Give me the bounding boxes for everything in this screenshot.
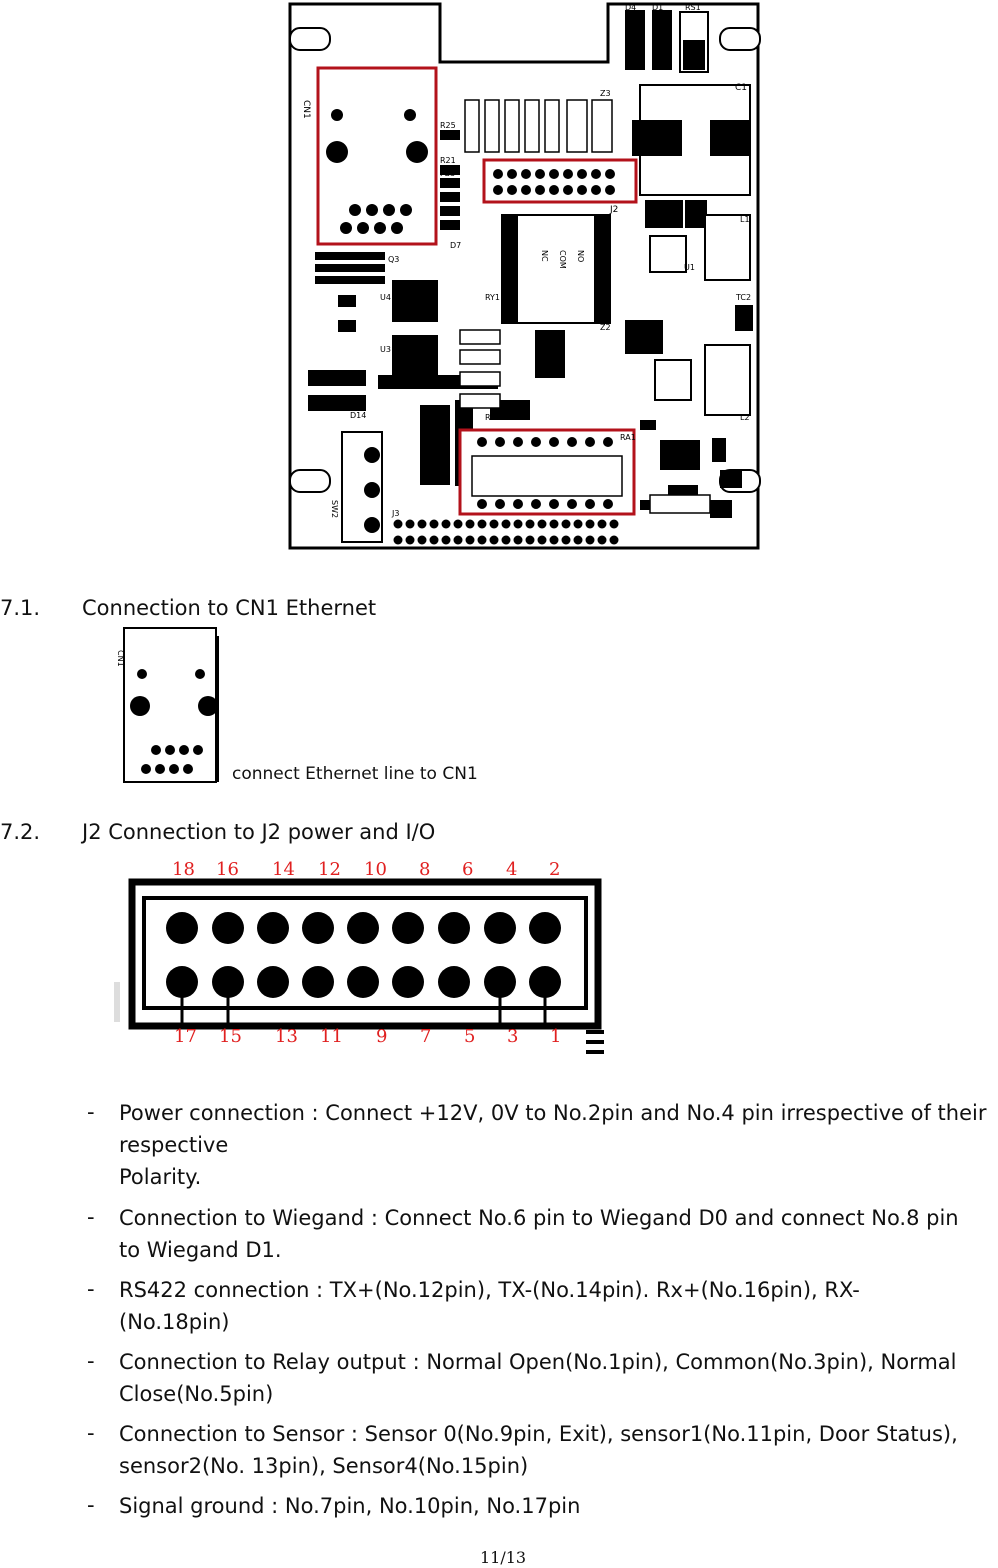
bullet-power: Power connection : Connect +12V, 0V to N… — [119, 1101, 987, 1157]
label-l2: L2 — [740, 413, 750, 422]
bullet-rs422: RS422 connection : TX+(No.12pin), TX-(No… — [119, 1278, 860, 1334]
section-title-7-2: J2 Connection to J2 power and I/O — [82, 820, 436, 844]
label-d1: D1 — [652, 3, 663, 12]
label-u3: U3 — [380, 345, 391, 354]
section-number-7-1: 7.1. — [0, 596, 41, 620]
bullet-marker: - — [87, 1493, 95, 1517]
pin-label-13: 13 — [275, 1026, 298, 1047]
label-cn1: CN1 — [301, 100, 311, 119]
section-number-7-2: 7.2. — [0, 820, 41, 844]
label-z3: Z3 — [600, 89, 611, 98]
cn1-caption: connect Ethernet line to CN1 — [232, 764, 478, 784]
bullet-marker: - — [87, 1421, 95, 1445]
pcb-board-diagram: D4 D1 RS1 C1 CN1 R25 R21 FB3 J2 NC COM N… — [288, 2, 761, 550]
label-ry1: RY1 — [485, 293, 500, 302]
pin-label-16: 16 — [216, 859, 239, 880]
label-l1: L1 — [740, 215, 750, 224]
label-u4: U4 — [380, 293, 391, 302]
pin-label-15: 15 — [219, 1026, 242, 1047]
label-r27: Q3 — [388, 255, 399, 264]
pin-label-11: 11 — [320, 1026, 343, 1047]
cn1-connector-closeup: CN1 — [116, 627, 219, 783]
label-c1: C1 — [735, 83, 747, 93]
pin-label-5: 5 — [464, 1026, 476, 1047]
section-title-7-1: Connection to CN1 Ethernet — [82, 596, 377, 620]
bullet-relay: Connection to Relay output : Normal Open… — [119, 1350, 957, 1406]
bullet-marker: - — [87, 1100, 95, 1124]
pin-label-3: 3 — [507, 1026, 519, 1047]
pin-label-10: 10 — [364, 859, 387, 880]
label-r25: R25 — [440, 121, 456, 130]
label-relay-no: NO — [576, 250, 585, 262]
pin-label-17: 17 — [174, 1026, 197, 1047]
bullet-ground: Signal ground : No.7pin, No.10pin, No.17… — [119, 1494, 581, 1518]
label-d14: D14 — [350, 411, 366, 420]
label-ra1: RA1 — [620, 433, 636, 442]
label-relay-nc: NC — [540, 250, 549, 262]
bullet-marker: - — [87, 1277, 95, 1301]
label-u1: U1 — [684, 263, 695, 272]
pin-label-18: 18 — [172, 859, 195, 880]
pin-label-14: 14 — [272, 859, 295, 880]
bullet-wiegand: Connection to Wiegand : Connect No.6 pin… — [119, 1206, 959, 1262]
pin-label-7: 7 — [420, 1026, 432, 1047]
bullet-marker: - — [87, 1205, 95, 1229]
label-j2-board: J2 — [609, 205, 618, 215]
pin-label-2: 2 — [549, 859, 561, 880]
pin-label-6: 6 — [462, 859, 474, 880]
label-ra2: RA2 — [485, 413, 501, 422]
pin-label-4: 4 — [506, 859, 518, 880]
j2-connector-diagram — [114, 878, 604, 1054]
label-q3: D7 — [450, 241, 461, 250]
pin-label-9: 9 — [376, 1026, 388, 1047]
page-number: 11/13 — [480, 1548, 527, 1567]
cn1-closeup-label: CN1 — [116, 650, 125, 667]
label-tc2: TC2 — [735, 293, 751, 302]
bullet-sensor: Connection to Sensor : Sensor 0(No.9pin,… — [119, 1422, 958, 1478]
pin-label-12: 12 — [318, 859, 341, 880]
label-sw2: SW2 — [330, 500, 339, 518]
label-d4: D4 — [625, 3, 636, 12]
bullet-marker: - — [87, 1349, 95, 1373]
label-j3: J3 — [391, 509, 399, 518]
label-fb3: FB3 — [440, 169, 455, 178]
pin-label-8: 8 — [419, 859, 431, 880]
pin-label-1: 1 — [550, 1026, 562, 1047]
bullet-power-cont: Polarity. — [119, 1165, 202, 1189]
label-r21: R21 — [440, 156, 456, 165]
label-rs1: RS1 — [685, 3, 701, 12]
label-relay-com: COM — [558, 250, 567, 269]
label-z2: Z2 — [600, 323, 611, 332]
